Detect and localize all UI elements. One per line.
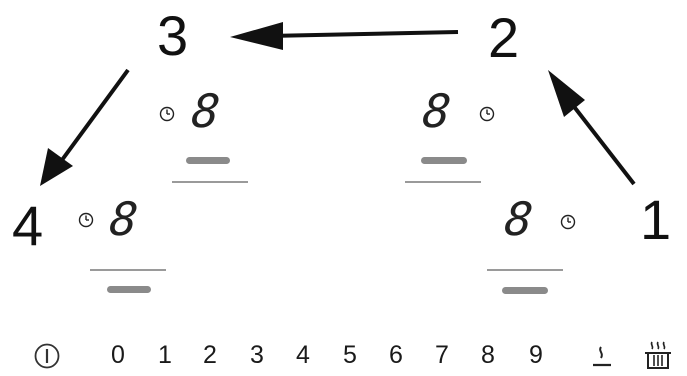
timer-icon[interactable]: [159, 106, 175, 122]
zone-3-power-display: 8: [189, 84, 223, 138]
zone-label-2: 2: [488, 6, 520, 69]
zone-4-power-display: 8: [107, 192, 141, 246]
power-level-8[interactable]: 8: [481, 341, 495, 369]
power-level-7[interactable]: 7: [435, 341, 449, 369]
power-level-1[interactable]: 1: [158, 341, 172, 369]
power-level-9[interactable]: 9: [529, 341, 543, 369]
zone-2-slider[interactable]: [421, 157, 467, 164]
power-level-6[interactable]: 6: [389, 341, 403, 369]
keep-warm-icon[interactable]: [590, 344, 614, 370]
power-level-5[interactable]: 5: [343, 341, 357, 369]
zone-label-4: 4: [12, 194, 44, 257]
zone-4-divider: [90, 269, 166, 271]
zone-1-power-display: 8: [502, 192, 536, 246]
power-level-3[interactable]: 3: [250, 341, 264, 369]
power-level-4[interactable]: 4: [296, 341, 310, 369]
steam-pot-icon[interactable]: [642, 340, 674, 372]
zone-1-slider[interactable]: [502, 287, 548, 294]
zone-label-1: 1: [640, 188, 672, 251]
zone-3-slider[interactable]: [186, 157, 230, 164]
power-icon[interactable]: [33, 342, 61, 370]
arrow-3-to-4: [40, 68, 130, 186]
zone-2-power-display: 8: [420, 84, 454, 138]
zone-2-divider: [405, 181, 481, 183]
zone-label-3: 3: [157, 4, 189, 67]
zone-1-divider: [487, 269, 563, 271]
power-level-2[interactable]: 2: [203, 341, 217, 369]
timer-icon[interactable]: [560, 214, 576, 230]
zone-3-divider: [172, 181, 248, 183]
zone-4-slider[interactable]: [107, 286, 151, 293]
arrow-1-to-2: [548, 70, 636, 186]
arrow-2-to-3: [230, 22, 459, 50]
timer-icon[interactable]: [479, 106, 495, 122]
power-level-0[interactable]: 0: [111, 341, 125, 369]
timer-icon[interactable]: [78, 212, 94, 228]
